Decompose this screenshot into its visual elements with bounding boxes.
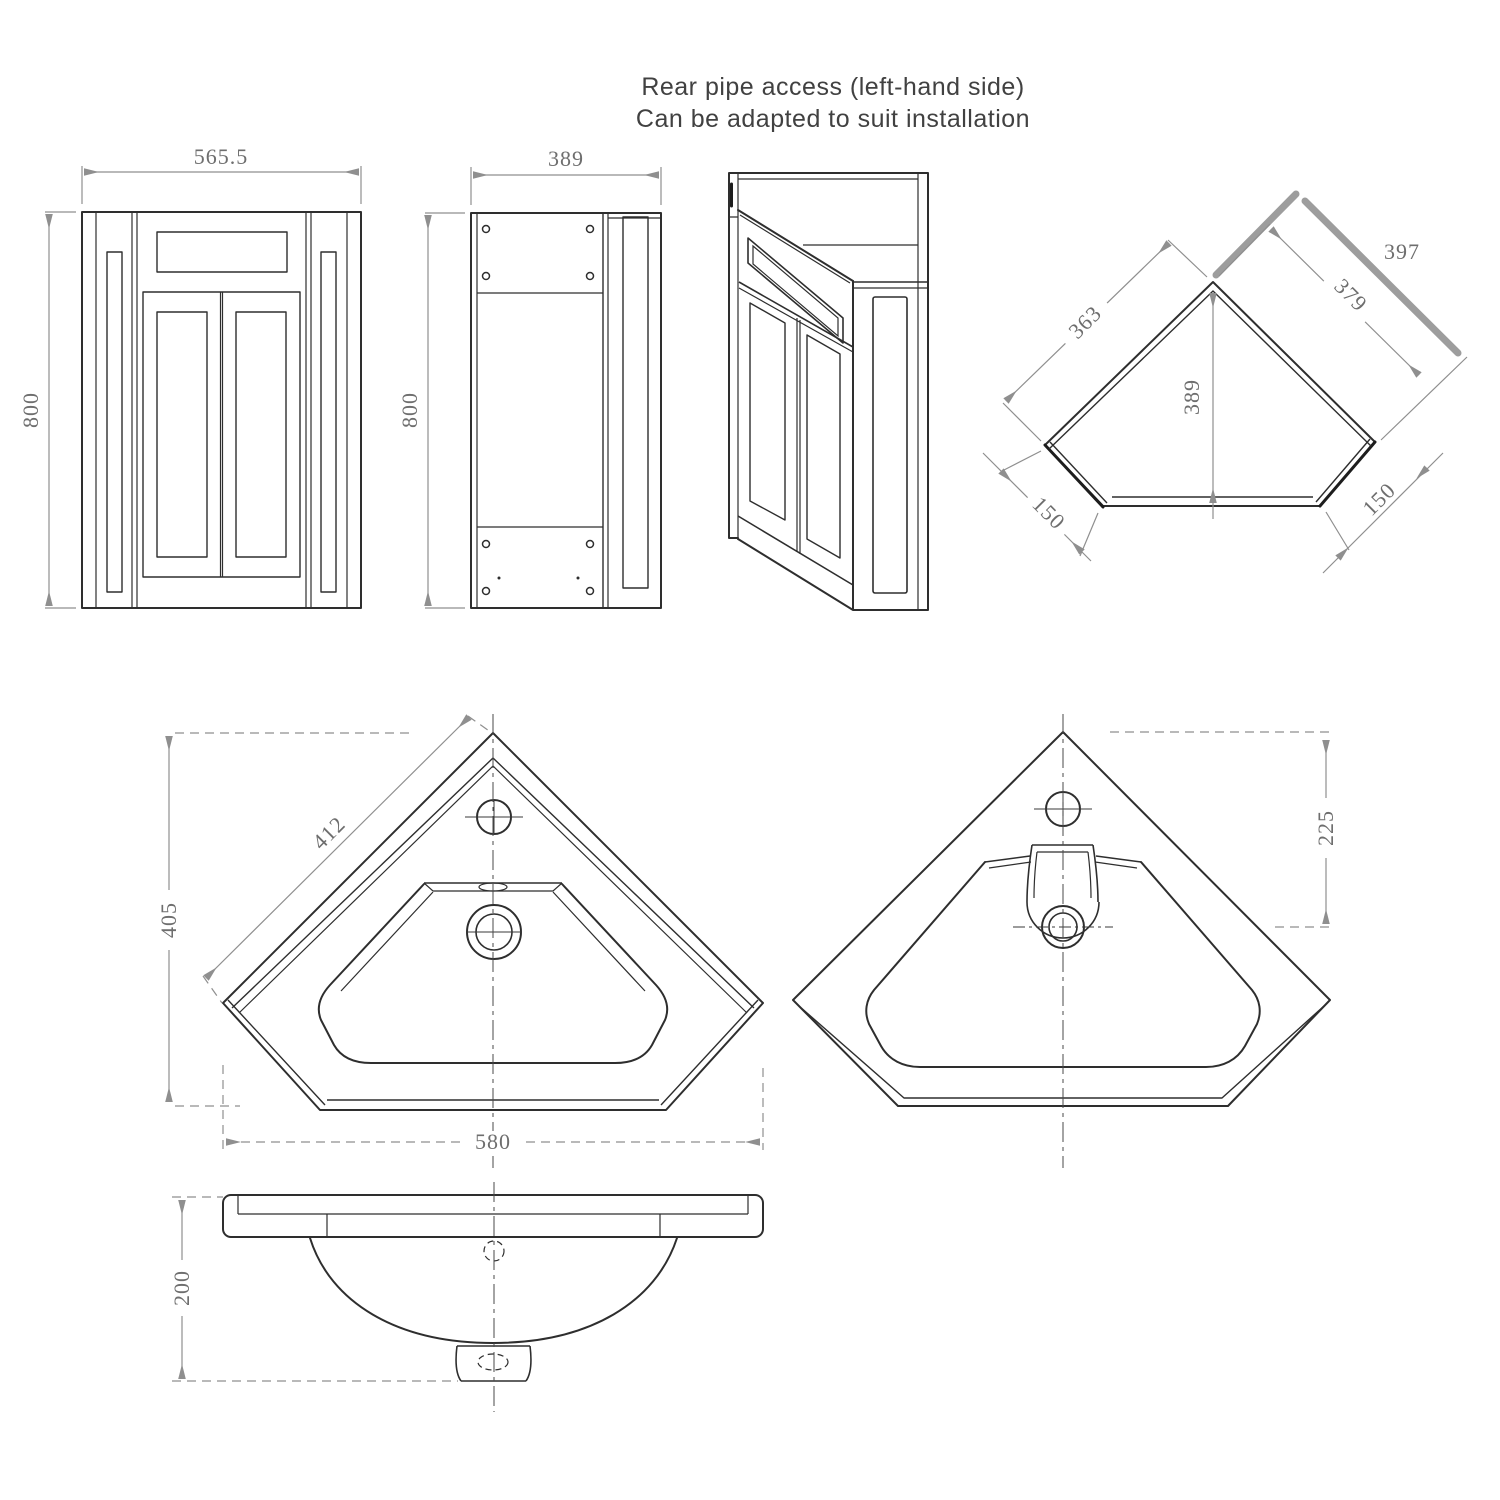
drain-hole bbox=[466, 904, 522, 960]
rear-width-dimension: 389 bbox=[470, 146, 662, 205]
basin-tap-offset-dim-label: 225 bbox=[1313, 810, 1338, 846]
basin-height-dim-label: 200 bbox=[169, 1270, 194, 1306]
basin-rim bbox=[222, 1194, 764, 1238]
plan-right-corner-dimension: 150 bbox=[1322, 452, 1444, 574]
plan-view: 379 363 389 150 bbox=[982, 190, 1468, 574]
basin-depth-dimension: 405 bbox=[156, 732, 410, 1107]
front-height-dimension: 800 bbox=[18, 211, 76, 609]
front-width-dimension: 565.5 bbox=[81, 144, 362, 204]
basin-width-dimension: 580 bbox=[222, 1065, 764, 1154]
perspective-right-door-panel bbox=[806, 334, 841, 559]
title-line-1: Rear pipe access (left-hand side) bbox=[641, 73, 1024, 101]
rear-width-dim-label: 389 bbox=[548, 146, 584, 171]
rear-elevation-view: 389 800 bbox=[397, 146, 662, 609]
right-door-panel bbox=[235, 311, 287, 558]
basin-depth-dim-label: 405 bbox=[156, 902, 181, 938]
rear-height-dim-label: 800 bbox=[397, 392, 422, 428]
front-height-dim-label: 800 bbox=[18, 392, 43, 428]
right-wall-line bbox=[1301, 197, 1462, 357]
perspective-side-panel bbox=[872, 296, 908, 594]
basin-height-dimension: 200 bbox=[169, 1196, 458, 1382]
front-elevation-view: 565.5 800 bbox=[18, 144, 362, 609]
basin-plan-view: 412 405 580 bbox=[156, 714, 764, 1168]
drawing-title: Rear pipe access (left-hand side) Can be… bbox=[636, 73, 1030, 133]
screw-holes bbox=[481, 224, 595, 596]
right-pilaster-panel bbox=[320, 251, 337, 593]
title-line-2: Can be adapted to suit installation bbox=[636, 105, 1030, 133]
rear-height-dimension: 800 bbox=[397, 212, 465, 609]
bowl-profile bbox=[309, 1237, 678, 1344]
front-width-dim-label: 565.5 bbox=[194, 144, 249, 169]
tap-fixing-boss bbox=[1026, 844, 1100, 939]
left-door-panel bbox=[156, 311, 208, 558]
top-rail-panel bbox=[156, 231, 288, 273]
rear-side-panel bbox=[622, 216, 649, 589]
left-pilaster-panel bbox=[106, 251, 123, 593]
left-wall-line bbox=[1212, 190, 1300, 279]
plan-wall-dim-label: 397 bbox=[1384, 239, 1420, 264]
basin-underside-view: 225 bbox=[792, 714, 1338, 1168]
plan-depth-dim-label: 389 bbox=[1179, 379, 1204, 415]
perspective-drawer-panel bbox=[747, 237, 844, 344]
waste-hole-hidden bbox=[477, 1353, 509, 1371]
basin-edge-dim-label: 412 bbox=[307, 811, 350, 854]
basin-front-view: 200 bbox=[169, 1182, 764, 1412]
tap-offset-dimension: 225 bbox=[1110, 731, 1338, 928]
plan-left-edge-dimension: 363 bbox=[1002, 239, 1208, 442]
plan-front-edge-dimension: 379 bbox=[1218, 223, 1468, 441]
basin-width-dim-label: 580 bbox=[475, 1129, 511, 1154]
door-frame bbox=[142, 291, 301, 578]
plan-left-corner-dimension: 150 bbox=[982, 450, 1099, 562]
perspective-left-door-panel bbox=[749, 302, 786, 521]
basin-edge-dimension: 412 bbox=[202, 714, 493, 1004]
tap-hole bbox=[465, 799, 523, 835]
plan-depth-dimension: 389 bbox=[1179, 293, 1217, 519]
side-perspective-view bbox=[728, 172, 929, 611]
